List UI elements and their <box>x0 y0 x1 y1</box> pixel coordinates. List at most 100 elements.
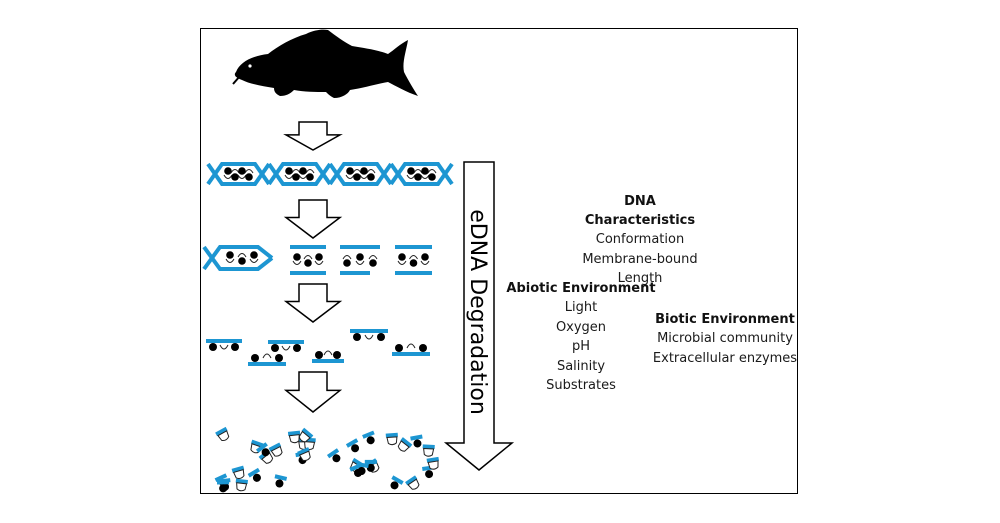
nucleotide-backbone <box>250 439 264 448</box>
base-dark <box>366 463 375 472</box>
nucleotide <box>364 459 377 472</box>
down-arrow-icon <box>283 121 343 151</box>
base-dark <box>209 343 217 351</box>
base-dark <box>251 354 259 362</box>
base-dark <box>346 167 354 175</box>
base-dark <box>343 259 351 267</box>
nucleotide-backbone <box>364 459 377 464</box>
base-dark <box>293 344 301 352</box>
nucleotide-backbone <box>215 426 228 437</box>
dna-strand <box>206 162 271 186</box>
diagram-frame <box>200 28 798 494</box>
base-dark <box>231 173 239 181</box>
nucleotide <box>426 456 440 470</box>
base-light <box>406 343 416 349</box>
base-light <box>236 482 248 492</box>
nucleotide <box>405 475 420 490</box>
base-light <box>225 258 235 263</box>
dna-characteristic-item: Conformation <box>595 232 685 247</box>
base-dark <box>238 167 246 175</box>
base-light <box>230 169 240 174</box>
base-dark <box>409 259 418 267</box>
base-dark <box>306 173 314 181</box>
base-light <box>291 169 301 174</box>
nucleotide-backbone <box>247 467 261 478</box>
dna-characteristics-title: DNA Characteristics <box>584 194 696 228</box>
base-dark <box>299 167 307 175</box>
base-light <box>262 353 272 359</box>
dna-characteristic-item: Membrane-bound <box>582 251 698 267</box>
base-dark <box>421 167 429 175</box>
nucleotide <box>356 462 369 475</box>
nucleotide-backbone <box>391 475 404 485</box>
base-dark <box>275 354 283 362</box>
nucleotide-backbone <box>268 442 282 452</box>
nucleotide <box>255 442 270 457</box>
dna-strand <box>328 162 393 186</box>
step-arrows <box>283 121 343 413</box>
base-dark <box>414 173 422 181</box>
nucleotide <box>247 467 261 482</box>
nucleotide <box>231 465 245 479</box>
nucleotide <box>287 430 301 444</box>
base-dark <box>353 333 361 341</box>
base-light <box>342 255 352 260</box>
base-dark <box>231 343 239 351</box>
base-dark <box>304 259 312 267</box>
base-dark <box>366 436 375 445</box>
base-light <box>427 460 439 470</box>
biotic-factor-item: Microbial community <box>657 331 793 346</box>
base-light <box>281 345 291 351</box>
degradation-arrow-label: eDNA Degradation <box>465 209 490 415</box>
base-dark <box>395 344 403 352</box>
base-dark <box>315 351 323 359</box>
base-dark <box>250 251 258 259</box>
base-dark <box>293 253 301 261</box>
nucleotide <box>274 474 288 488</box>
fragmented-dna <box>202 245 432 275</box>
base-light <box>420 260 430 265</box>
nucleotide-backbone <box>356 462 369 468</box>
base-light <box>409 255 418 260</box>
base-light <box>244 169 254 174</box>
base-light <box>406 174 416 179</box>
base-light <box>303 255 313 260</box>
base-dark <box>315 253 323 261</box>
abiotic-environment-title: Abiotic Environment <box>506 281 656 296</box>
base-light <box>232 469 245 479</box>
base-light <box>355 260 365 265</box>
base-dark <box>390 481 399 490</box>
nucleotide <box>345 438 360 453</box>
base-dark <box>369 259 377 267</box>
base-dark <box>351 444 360 453</box>
nucleotide <box>397 437 413 452</box>
nucleotide <box>326 448 341 463</box>
base-light <box>397 440 410 452</box>
nucleotide <box>390 475 404 490</box>
down-arrow-icon <box>283 199 343 239</box>
abiotic-factor-item: Oxygen <box>555 319 607 335</box>
base-light <box>359 174 369 179</box>
dna-strand <box>389 162 454 186</box>
abiotic-environment-group: Abiotic Environment Light Oxygen pH Sali… <box>504 279 658 396</box>
base-light <box>420 174 430 179</box>
base-dark <box>419 344 427 352</box>
nucleotide <box>235 478 248 492</box>
base-light <box>223 174 233 179</box>
nucleotide-backbone <box>274 474 288 481</box>
abiotic-factor-item: Substrates <box>546 378 616 393</box>
base-light <box>284 174 294 179</box>
biotic-environment-group: Biotic Environment Microbial community E… <box>652 310 798 368</box>
base-light <box>366 169 376 174</box>
base-dark <box>425 470 434 479</box>
nucleotide-backbone <box>297 447 310 456</box>
base-dark <box>367 173 375 181</box>
base-light <box>298 450 311 461</box>
nucleotide-backbone <box>345 438 359 448</box>
base-dark <box>332 454 341 463</box>
base-dark <box>252 473 261 482</box>
down-arrow-icon <box>283 283 343 323</box>
nucleotide <box>216 480 230 493</box>
base-dark <box>398 253 406 261</box>
base-light <box>423 447 435 457</box>
